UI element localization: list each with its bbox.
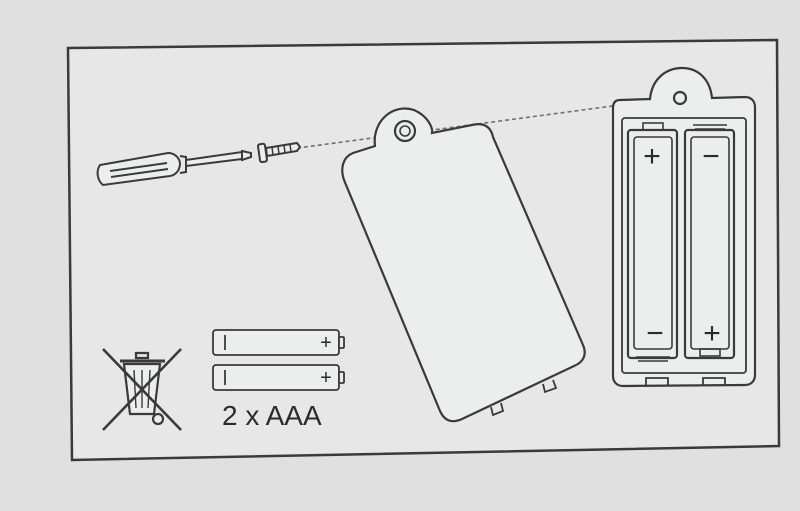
- alignment-dashed-line: [289, 96, 681, 150]
- battery-compartment-icon: [611, 66, 757, 388]
- compartment-right-bottom-sign: +: [703, 317, 721, 350]
- aaa-battery-icon: [212, 364, 345, 391]
- compartment-right-top-sign: −: [702, 140, 720, 173]
- aaa-battery-icon: [212, 329, 345, 356]
- weee-crossed-bin-icon: [102, 348, 182, 431]
- screw-icon: [257, 141, 302, 164]
- battery-count-label: 2 x AAA: [222, 400, 322, 431]
- compartment-left-top-sign: +: [643, 140, 661, 173]
- battery-1-plus: +: [320, 332, 332, 354]
- compartment-left-bottom-sign: −: [646, 317, 664, 350]
- battery-2-plus: +: [320, 367, 332, 389]
- screwdriver-icon: [96, 149, 252, 187]
- battery-cover-icon: [341, 107, 586, 423]
